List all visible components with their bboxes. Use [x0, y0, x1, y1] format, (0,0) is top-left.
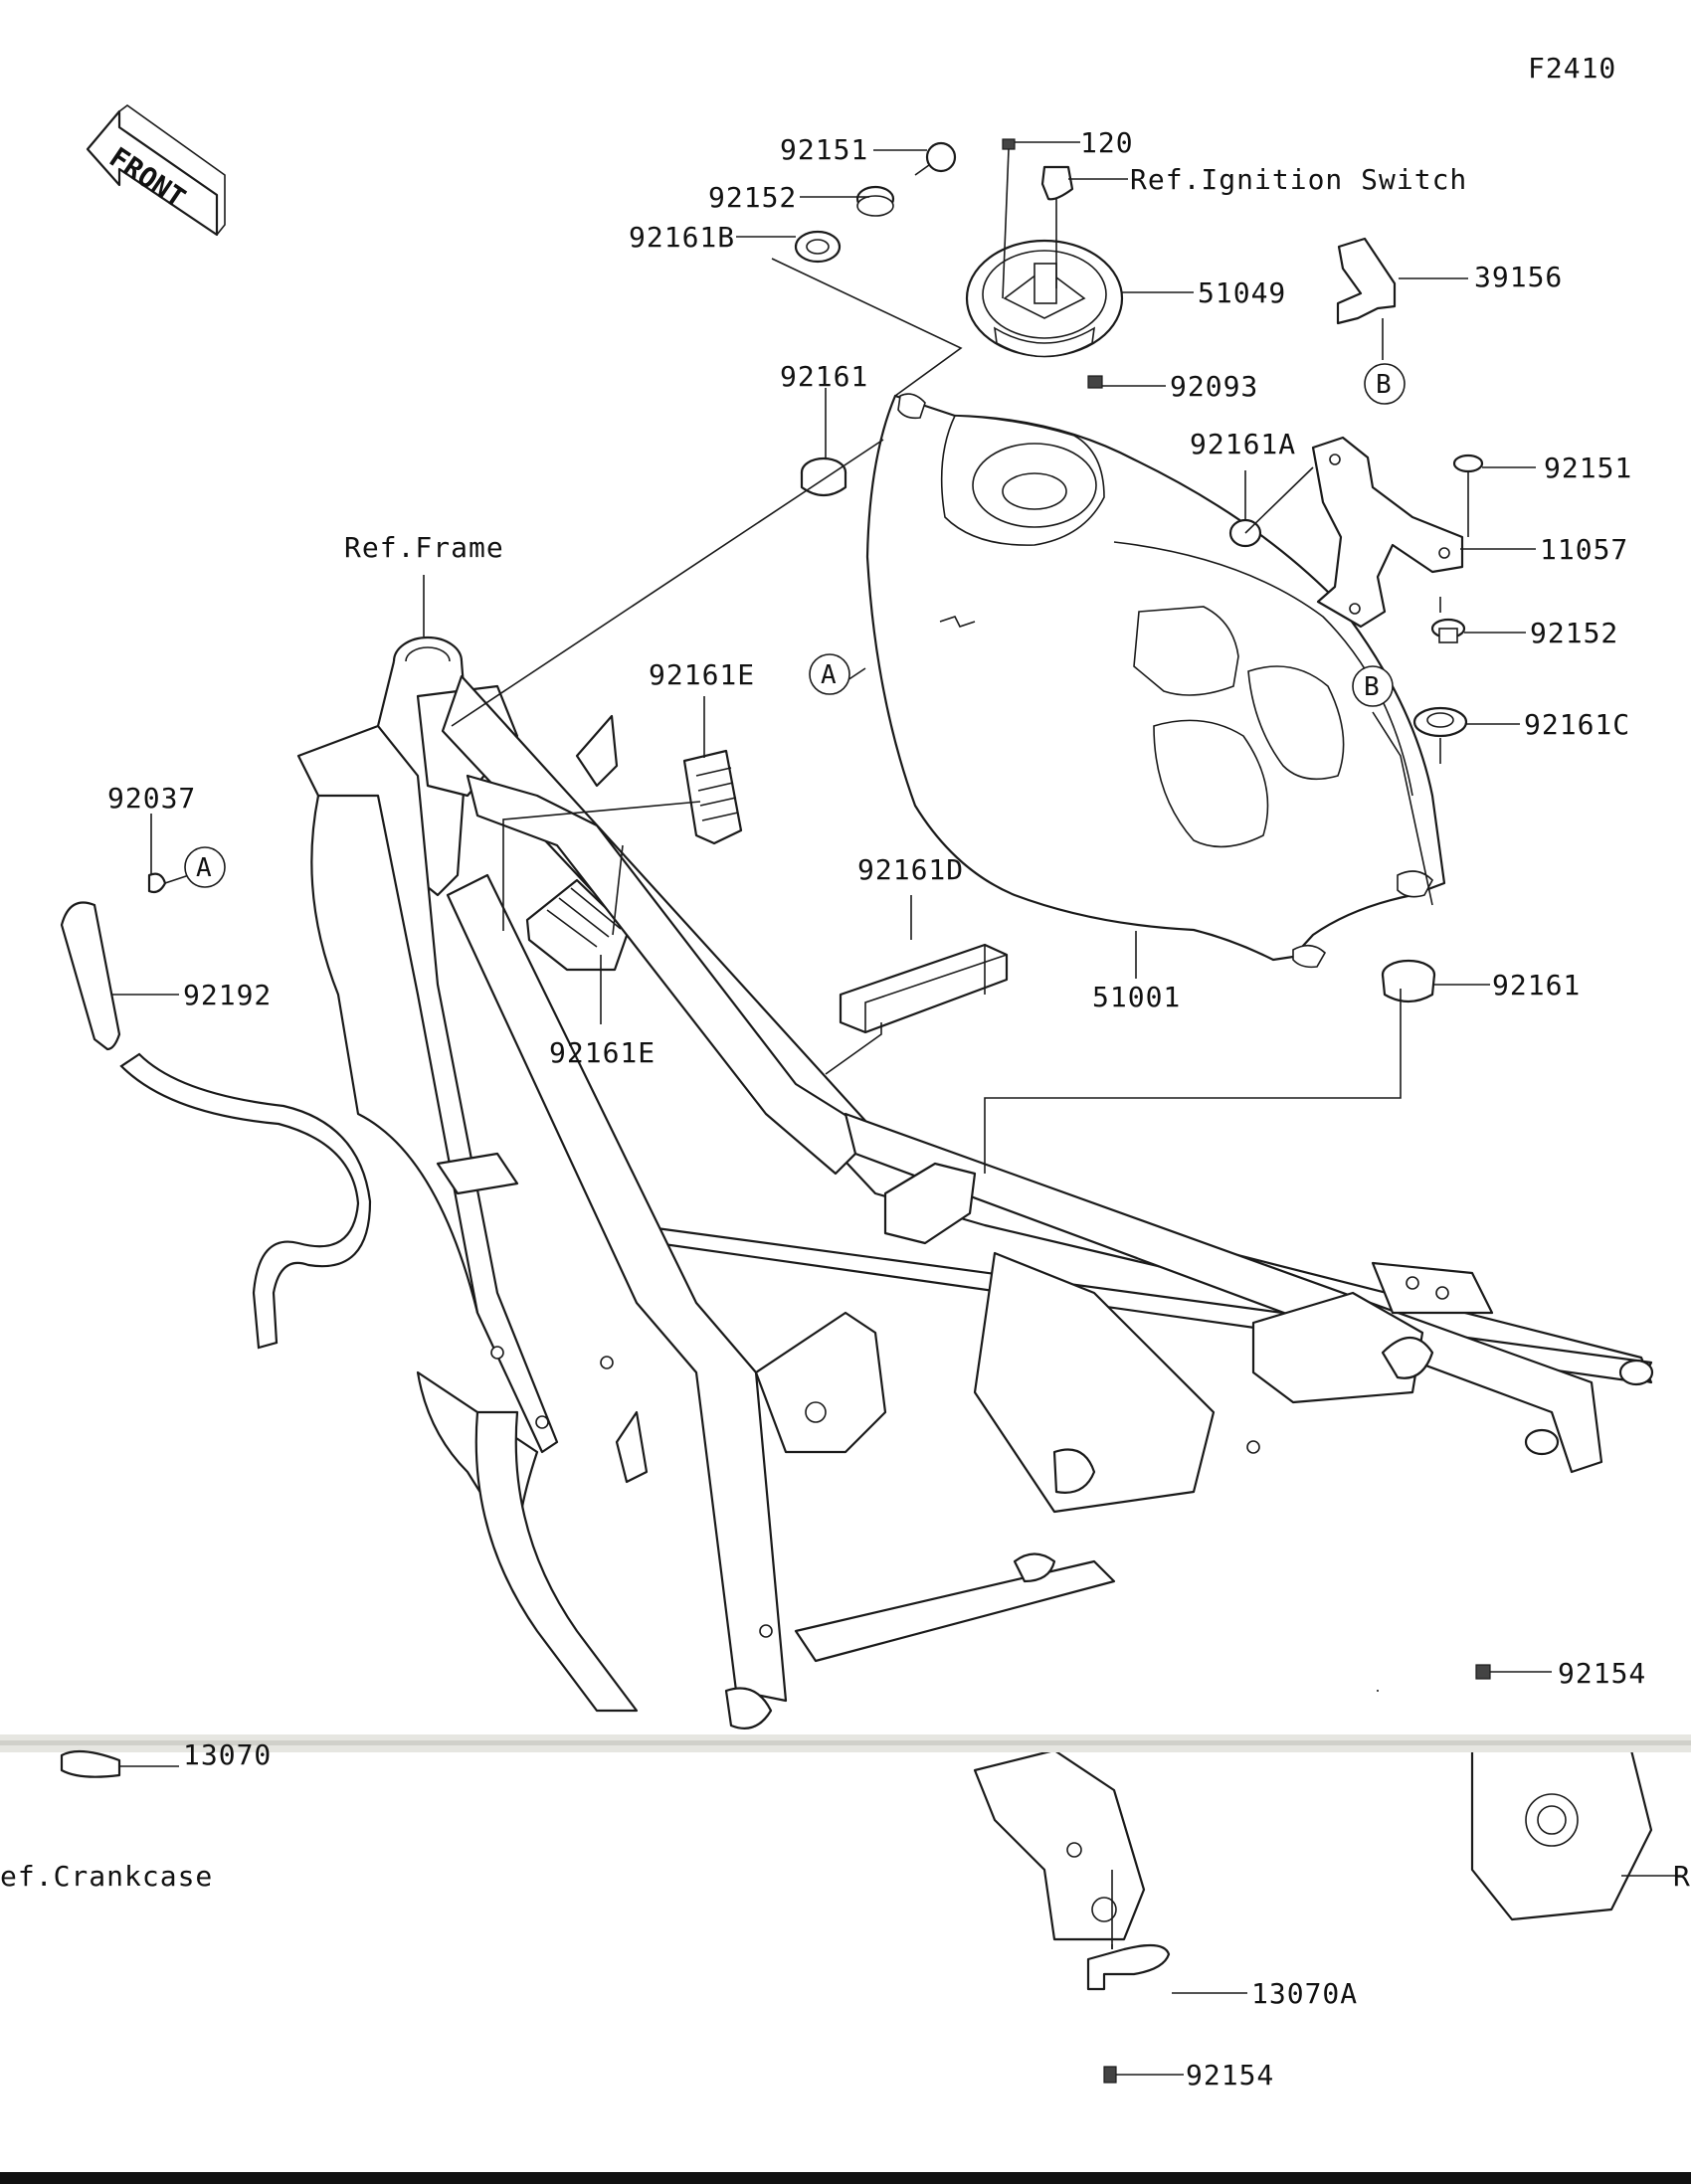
label-92161-top: 92161 — [780, 360, 868, 393]
grommet-92161c — [1412, 706, 1468, 738]
svg-text:B: B — [1364, 672, 1380, 702]
label-ref-crankcase: ef.Crankcase — [0, 1860, 213, 1893]
clamp-92037 — [147, 872, 167, 894]
label-92161d: 92161D — [857, 853, 964, 886]
bolt-92154-right — [1475, 1664, 1491, 1680]
bolt-92154-bottom — [1103, 2066, 1117, 2084]
frame — [296, 636, 1654, 1941]
svg-text:A: A — [821, 660, 837, 690]
ref-circle-a-hose: A — [184, 846, 226, 888]
front-arrow-icon: FRONT — [86, 104, 226, 237]
label-92037: 92037 — [107, 782, 196, 815]
label-92161a: 92161A — [1190, 428, 1296, 460]
label-92152-right: 92152 — [1530, 617, 1618, 649]
damper-92161-right — [1381, 959, 1436, 1003]
bracket-11057 — [1311, 436, 1464, 629]
label-92152-top: 92152 — [708, 181, 797, 214]
fuel-cap — [965, 239, 1124, 358]
guide-13070a — [1086, 1870, 1171, 1991]
label-92151-top: 92151 — [780, 133, 868, 166]
ref-circle-a-tank: A — [809, 653, 850, 695]
nut-92093 — [1087, 375, 1103, 389]
screw-120 — [1002, 138, 1016, 299]
washer-92152-right — [1430, 618, 1466, 643]
leader-lines — [111, 141, 1681, 2076]
guide-13070-partial — [60, 1749, 121, 1778]
label-92161-right: 92161 — [1492, 969, 1581, 1001]
label-13070a: 13070A — [1251, 1977, 1358, 2010]
scan-edge — [0, 2172, 1691, 2184]
pad-92161d — [839, 943, 1009, 1034]
damper-92161-top — [800, 456, 847, 497]
label-92161c: 92161C — [1524, 708, 1630, 741]
hose-92192 — [60, 901, 372, 1350]
label-92154-bottom: 92154 — [1186, 2059, 1274, 2092]
ref-circle-b-top: B — [1364, 363, 1406, 405]
label-11057: 11057 — [1540, 533, 1628, 566]
bolt-92151-top — [914, 141, 957, 176]
label-92151-right: 92151 — [1544, 452, 1632, 484]
fuel-tank — [865, 393, 1446, 969]
label-92161e-bottom: 92161E — [549, 1036, 656, 1069]
label-92192: 92192 — [183, 979, 272, 1011]
ref-circle-b-tank: B — [1352, 665, 1394, 707]
label-92161e-top: 92161E — [649, 658, 755, 691]
damper-39156 — [1336, 237, 1397, 325]
svg-text:B: B — [1376, 370, 1392, 400]
label-13070-partial: 13070 — [183, 1738, 272, 1771]
label-edge-r: R — [1673, 1860, 1691, 1893]
label-51049: 51049 — [1198, 276, 1286, 309]
grommet-92161b — [794, 230, 842, 264]
svg-text:A: A — [196, 853, 212, 883]
washer-92152-top — [855, 185, 895, 217]
label-39156: 39156 — [1474, 261, 1563, 293]
label-51001: 51001 — [1092, 981, 1181, 1013]
pad-92161e-bottom — [525, 878, 631, 972]
pad-92161e-top — [682, 749, 743, 845]
bolt-92151-right — [1452, 454, 1484, 537]
label-120: 120 — [1080, 126, 1134, 159]
label-92093: 92093 — [1170, 370, 1258, 403]
label-ref-ignition-switch: Ref.Ignition Switch — [1130, 163, 1467, 196]
label-92161b: 92161B — [629, 221, 735, 254]
label-92154-right: 92154 — [1558, 1657, 1646, 1690]
figure-code: F2410 — [1528, 52, 1616, 85]
label-ref-frame: Ref.Frame — [344, 531, 504, 564]
ignition-lock — [1040, 165, 1074, 288]
scan-artifact-band — [0, 1734, 1691, 1752]
